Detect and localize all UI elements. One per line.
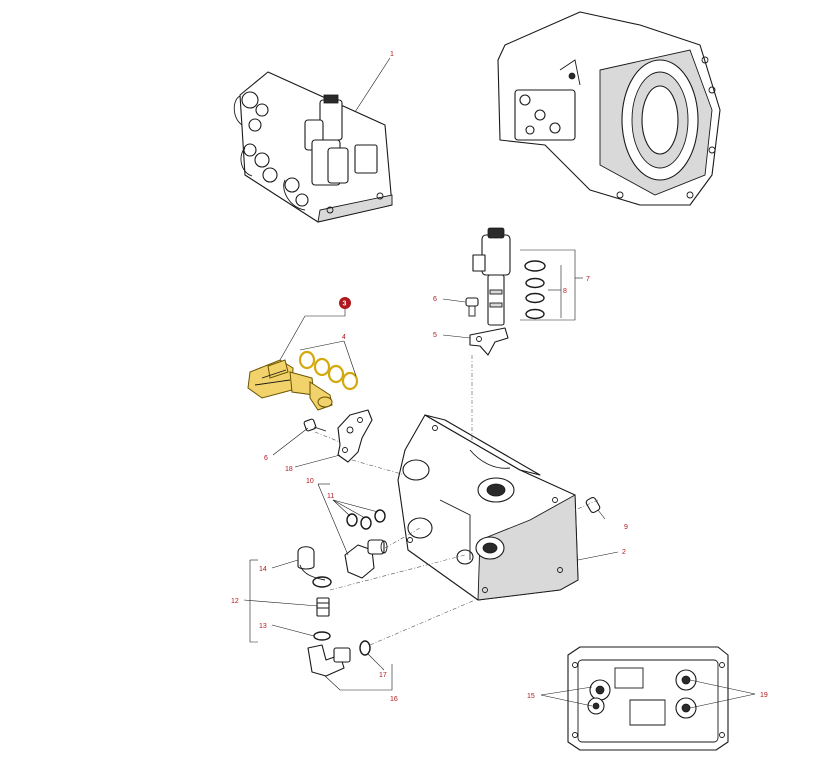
callout-12: 12 xyxy=(231,598,239,605)
callout-4: 4 xyxy=(342,334,346,341)
callout-5: 5 xyxy=(433,332,437,339)
callout-11: 11 xyxy=(327,493,334,500)
leader-lines xyxy=(243,57,756,709)
retaining-plate-5[interactable] xyxy=(469,327,509,356)
callout-16: 16 xyxy=(390,696,398,703)
callout-6-lower: 6 xyxy=(264,455,268,462)
bolt-6-lower[interactable] xyxy=(303,418,327,432)
dust-cap-14[interactable] xyxy=(297,546,332,588)
callout-6-top: 6 xyxy=(433,296,437,303)
highlighted-solenoid-part-3[interactable] xyxy=(247,359,333,411)
rings-11[interactable] xyxy=(346,509,386,530)
callout-8: 8 xyxy=(563,288,567,295)
plug-10[interactable] xyxy=(344,539,388,579)
dowel-pin-9[interactable] xyxy=(585,496,601,514)
callout-3-badge[interactable]: 3 xyxy=(339,297,351,309)
control-valve-housing[interactable] xyxy=(397,414,579,601)
inset-cover-view xyxy=(567,646,729,751)
o-ring-17[interactable] xyxy=(359,640,371,656)
assembly-lines xyxy=(314,355,599,646)
callout-14: 14 xyxy=(259,566,267,573)
o-ring-13[interactable] xyxy=(313,631,331,641)
callout-17: 17 xyxy=(379,672,387,679)
callout-18: 18 xyxy=(285,466,293,473)
callout-15: 15 xyxy=(527,693,535,700)
solenoid-valve[interactable] xyxy=(472,227,511,326)
valve-block-assembly[interactable] xyxy=(233,71,393,223)
seal-rings-8[interactable] xyxy=(524,260,546,320)
callout-7: 7 xyxy=(586,276,590,283)
callout-19: 19 xyxy=(760,692,768,699)
fitting-12[interactable] xyxy=(316,597,330,617)
callout-1: 1 xyxy=(390,51,394,58)
callout-labels: 1 2 3 4 5 6 6 7 8 9 10 11 12 13 14 15 16… xyxy=(231,51,768,703)
gasket-plate-18[interactable] xyxy=(337,409,373,463)
svg-text:3: 3 xyxy=(343,301,347,308)
callout-10: 10 xyxy=(306,478,314,485)
callout-9: 9 xyxy=(624,524,628,531)
bolt-6-top[interactable] xyxy=(465,297,479,317)
callout-2: 2 xyxy=(622,549,626,556)
transmission-housing xyxy=(497,11,721,206)
elbow-fitting-16[interactable] xyxy=(307,644,351,677)
callout-13: 13 xyxy=(259,623,267,630)
highlighted-seal-rings-4[interactable] xyxy=(298,350,359,391)
